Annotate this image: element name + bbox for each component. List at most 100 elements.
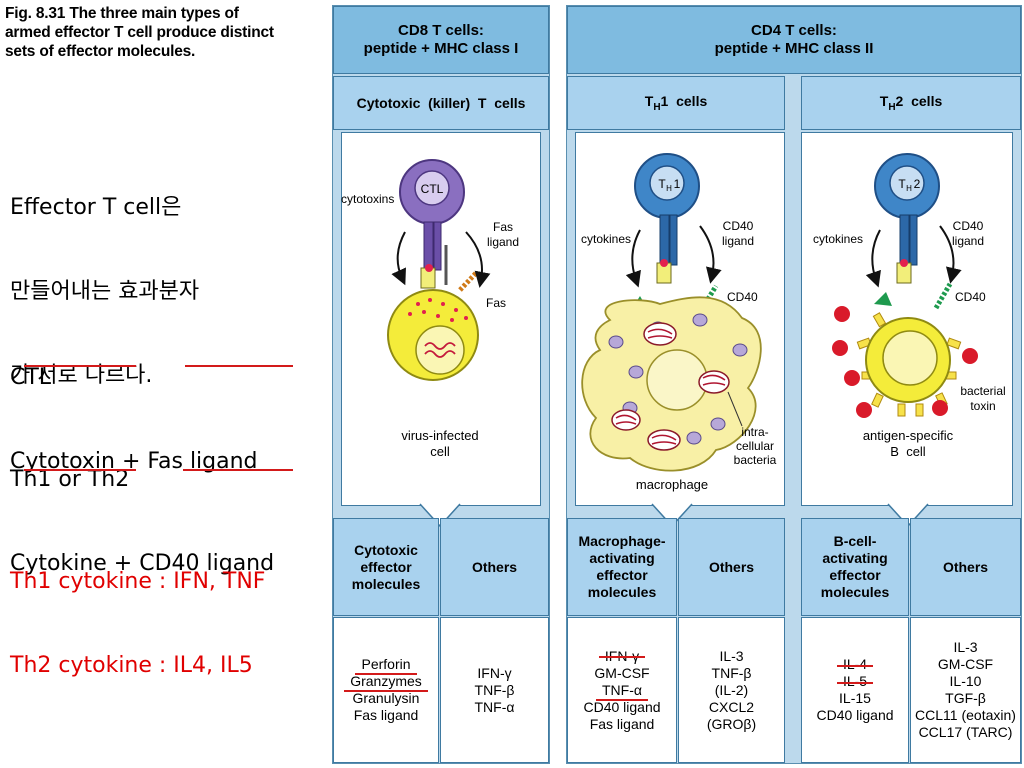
note-line: 가 서로 다르다. bbox=[10, 363, 153, 388]
arrow-cd40-ligand bbox=[699, 225, 722, 284]
ctl-label: CTL bbox=[421, 182, 444, 196]
list-item: IL-4 bbox=[836, 656, 874, 672]
fas-ligand-label: Fas bbox=[493, 220, 513, 234]
ctl-others-list: IFN-γ TNF-β TNF-α bbox=[440, 617, 549, 763]
fas-ligand-underline bbox=[185, 365, 293, 367]
list-item: IFN-γ bbox=[477, 664, 512, 681]
list-item: (GROβ) bbox=[706, 715, 757, 732]
cd40-label: CD40 bbox=[727, 290, 758, 304]
ctl-nucleus bbox=[414, 170, 450, 206]
tcr bbox=[899, 214, 910, 266]
target-nucleus bbox=[415, 325, 465, 375]
cd40-ligand-label: ligand bbox=[952, 234, 984, 248]
th2-molecules-header: B-cell- activating effector molecules bbox=[801, 518, 909, 616]
pointer-line bbox=[727, 391, 743, 427]
th1-label-num: 1 bbox=[674, 177, 681, 191]
list-item: IL-10 bbox=[949, 673, 982, 689]
header-line: molecules bbox=[351, 575, 421, 592]
t-letter: T bbox=[879, 93, 889, 110]
macrophage-label: macrophage bbox=[636, 477, 708, 492]
th2-subheader: TH2 cells bbox=[801, 76, 1021, 130]
header-line: activating bbox=[589, 550, 655, 566]
th1-others-header: Others bbox=[678, 518, 785, 616]
list-item: CXCL2 bbox=[708, 698, 755, 715]
list-item: IL-15 bbox=[839, 690, 871, 706]
th1-text: 1 cells bbox=[660, 93, 708, 110]
b-cell-label: B cell bbox=[890, 444, 926, 459]
list-item: IL-3 bbox=[953, 639, 978, 655]
note-line: Th1 or Th2 bbox=[10, 467, 130, 492]
list-item: IL-5 bbox=[836, 673, 874, 689]
th2-others-header: Others bbox=[910, 518, 1021, 616]
list-item: Granzymes bbox=[344, 673, 428, 692]
cytokines-label: cytokines bbox=[813, 232, 863, 246]
list-item: TGF-β bbox=[945, 690, 986, 706]
viral-rna bbox=[424, 342, 456, 358]
list-item: CD40 ligand bbox=[816, 707, 894, 723]
figure-title: Fig. 8.31 The three main types of armed … bbox=[5, 4, 327, 61]
th2-molecule-list: IL-4 IL-5 IL-15 CD40 ligand bbox=[801, 617, 909, 763]
intracellular-label: intra- bbox=[741, 425, 768, 439]
note-line: 만들어내는 효과분자 bbox=[10, 279, 200, 304]
th1-nucleus bbox=[649, 165, 685, 201]
header-line: peptide + MHC class II bbox=[714, 40, 874, 57]
peptide bbox=[900, 259, 908, 267]
intracellular-bacteria bbox=[611, 322, 730, 451]
bacterial-toxins bbox=[832, 306, 978, 418]
cytokine-underline bbox=[24, 469, 136, 471]
cytotoxin-underline bbox=[24, 365, 136, 367]
ctl-subheader: Cytotoxic (killer) T cells bbox=[333, 76, 549, 130]
th2-label-h: H bbox=[906, 184, 912, 193]
ctl-subheader-label: Cytotoxic (killer) T cells bbox=[356, 95, 526, 111]
fas-ligand-label: ligand bbox=[487, 235, 519, 249]
th1-subheader: TH1 cells bbox=[567, 76, 785, 130]
header-line: CD4 T cells: bbox=[751, 22, 837, 39]
cd40-ligand-label: CD40 bbox=[953, 219, 984, 233]
th-note: Th1 or Th2 Cytokine + CD40 ligand bbox=[10, 410, 274, 606]
cd4-header: CD4 T cells: peptide + MHC class II bbox=[567, 6, 1021, 74]
h-subscript: H bbox=[888, 101, 896, 113]
header-line: effector bbox=[829, 567, 881, 583]
th1-subheader-label: TH1 cells bbox=[645, 93, 708, 113]
list-item: TNF-α bbox=[474, 698, 515, 715]
th2-nucleus bbox=[889, 165, 925, 201]
cd40-label: CD40 bbox=[955, 290, 986, 304]
header-line: molecules bbox=[820, 584, 890, 600]
tcr bbox=[909, 214, 918, 266]
th1-cell-group: T H 1 cytokines CD40 ligand CD40 bbox=[581, 153, 777, 492]
th1-label-h: H bbox=[666, 184, 672, 193]
tcr bbox=[659, 214, 670, 266]
header-line: CD8 T cells: bbox=[398, 22, 484, 39]
cd40-receptor bbox=[933, 282, 953, 310]
korean-note: Effector T cell은 만들어내는 효과분자 가 서로 다르다. bbox=[10, 138, 199, 418]
arrow-cytotoxins bbox=[391, 231, 406, 286]
cytokines-label: cytokines bbox=[581, 232, 631, 246]
ctl-cell-group: CTL cytotoxins Fas ligand Fas virus-infe… bbox=[341, 159, 519, 459]
intracellular-label: cellular bbox=[736, 439, 774, 453]
note-line: Cytokine + CD40 ligand bbox=[10, 551, 275, 576]
header-line: molecules bbox=[587, 584, 657, 600]
list-item: Granulysin bbox=[352, 690, 420, 706]
t-letter: T bbox=[644, 93, 654, 110]
h-subscript: H bbox=[653, 101, 661, 113]
arrow-cytokines bbox=[865, 229, 881, 288]
list-item: IFN-γ bbox=[598, 647, 646, 664]
th2-label-num: 2 bbox=[914, 177, 921, 191]
list-item: GM-CSF bbox=[937, 656, 994, 672]
ctl-molecule-list: Perforin Granzymes Granulysin Fas ligand bbox=[333, 617, 439, 763]
list-item: Fas ligand bbox=[589, 715, 655, 732]
th1-molecules-header: Macrophage- activating effector molecule… bbox=[567, 518, 677, 616]
tcr bbox=[433, 221, 442, 271]
th2-others-list: IL-3 GM-CSF IL-10 TGF-β CCL11 (eotaxin) … bbox=[910, 617, 1021, 763]
cd40-ligand-underline bbox=[183, 469, 293, 471]
tcr bbox=[423, 221, 434, 271]
tcr bbox=[669, 214, 678, 266]
bacterial-toxin-label: bacterial bbox=[960, 384, 1005, 398]
list-item: Fas ligand bbox=[353, 707, 419, 723]
fas-receptor bbox=[458, 270, 479, 292]
arrow-fas-ligand bbox=[465, 231, 491, 288]
header-line: activating bbox=[822, 550, 888, 566]
arrow-cd40-ligand bbox=[939, 225, 962, 284]
th2-cell-group: T H 2 cytokines CD40 ligand CD40 bbox=[813, 153, 1006, 459]
granules bbox=[408, 298, 468, 322]
